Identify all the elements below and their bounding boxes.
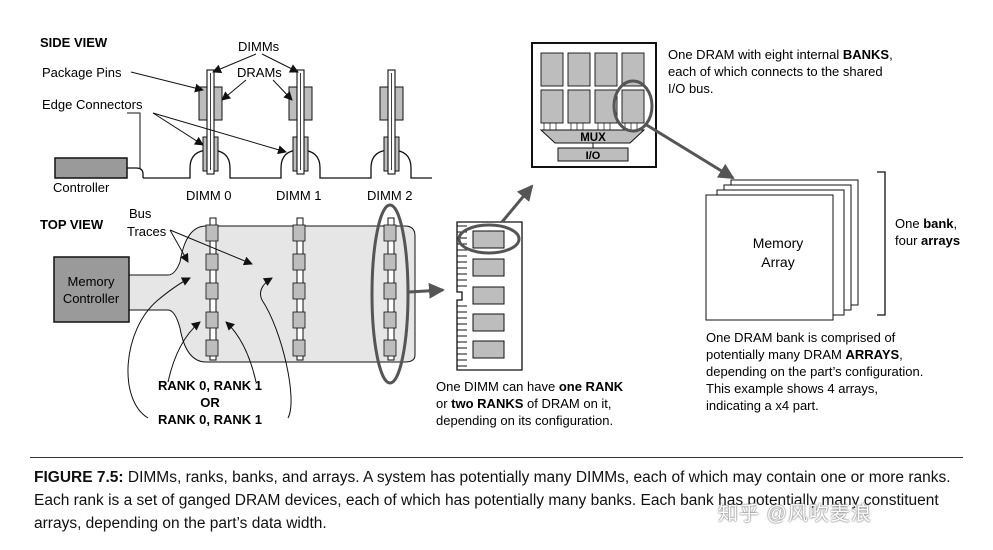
dram-io-box (557, 147, 629, 162)
dimm-caption-two-ranks: two RANKS (451, 396, 524, 411)
rank-text-line-3: RANK 0, RANK 1 (158, 412, 262, 427)
label-traces: Traces (127, 224, 167, 239)
label-package-pins: Package Pins (42, 65, 122, 80)
memory-controller-box (53, 256, 130, 323)
label-drams: DRAMs (237, 65, 282, 80)
dram-banks (540, 52, 645, 124)
dram-mux-label: MUX (580, 132, 606, 144)
bank-side-line-2-pre: four (895, 233, 921, 248)
side-view: SIDE VIEW DIMMs DRAMs Package Pins Edge … (40, 35, 432, 203)
dimm-detail: One DIMM can have one RANK or two RANKS … (436, 184, 624, 428)
dram-chip-highlight-oval (457, 223, 521, 255)
dimm-2-label: DIMM 2 (367, 188, 413, 203)
top-dimm-2 (383, 217, 397, 361)
bank-bracket (877, 171, 886, 316)
bus-leader-arrows (169, 229, 253, 266)
dimm-caption-line-1-text: One DIMM can have (436, 379, 559, 394)
top-dimm-0 (205, 217, 219, 361)
dram-mux-shape (539, 129, 646, 144)
dram-bank-2 (567, 52, 591, 87)
bank-caption-line-4: This example shows 4 arrays, (706, 381, 878, 396)
bank-caption-line-2-pre: potentially many DRAM (706, 347, 845, 362)
dram-bank-1 (540, 52, 564, 87)
bank-side-line-1-pre: One (895, 216, 923, 231)
dimm-caption-line-1: One DIMM can have one RANK (436, 379, 624, 394)
dram-bank-highlight-oval (612, 79, 654, 133)
dimm-chip-3 (472, 286, 505, 305)
top-view-heading: TOP VIEW (40, 217, 104, 232)
dram-caption-line-1-text: One DRAM with eight internal (668, 47, 843, 62)
top-dimm-1 (292, 217, 306, 361)
label-bus: Bus (129, 206, 152, 221)
label-controller: Controller (53, 180, 110, 195)
dimm-caption-line-2-pre: or (436, 396, 451, 411)
bank-caption-line-2-post: , (899, 347, 903, 362)
figure-caption: FIGURE 7.5: DIMMs, ranks, banks, and arr… (34, 466, 974, 535)
bank-caption-line-3: depending on the part’s configuration. (706, 364, 923, 379)
dram-bank-8 (621, 89, 645, 124)
dimm-caption-line-2-post: of DRAM on it, (523, 396, 611, 411)
dimm-caption-line-3: depending on its configuration. (436, 413, 613, 428)
bank-detail-arrow (644, 122, 735, 180)
dimm-detail-arrow (408, 282, 445, 299)
memory-controller-label-1: Memory (68, 274, 115, 289)
bank-caption-line-1: One DRAM bank is comprised of (706, 330, 896, 345)
bank-side-arrays-bold: arrays (921, 233, 960, 248)
dram-caption-line-1-post: , (889, 47, 893, 62)
dram-bank-3 (594, 52, 618, 87)
caption-divider (30, 457, 963, 458)
dram-caption-line-1: One DRAM with eight internal BANKS, (668, 47, 893, 62)
dimm-0-label: DIMM 0 (186, 188, 232, 203)
dram-bank-5 (540, 89, 564, 124)
memory-array-label-2: Array (761, 254, 794, 270)
label-dimms: DIMMs (238, 39, 280, 54)
bank-side-bank-bold: bank (923, 216, 954, 231)
dram-caption-line-2: each of which connects to the shared (668, 64, 883, 79)
dimm-caption-line-2: or two RANKS of DRAM on it, (436, 396, 612, 411)
bank-detail: Memory Array One bank, four arrays One D… (705, 171, 960, 413)
dimm-1-label: DIMM 1 (276, 188, 322, 203)
dimm-chip-2 (472, 258, 505, 277)
dram-caption-banks: BANKS (843, 47, 890, 62)
top-view: TOP VIEW Bus Traces Memory Controller (40, 203, 445, 427)
rank-text-line-1: RANK 0, RANK 1 (158, 378, 262, 393)
dimm-chip-1 (472, 230, 505, 249)
dram-detail: MUX I/O One DRAM with eight internal BAN… (531, 42, 893, 180)
side-leader-arrows (127, 53, 299, 168)
side-dimm-2 (379, 69, 404, 175)
side-controller-box (54, 157, 128, 179)
memory-controller-label-2: Controller (63, 291, 120, 306)
bank-side-line-2: four arrays (895, 233, 960, 248)
dimm-rank-bank-diagram: SIDE VIEW DIMMs DRAMs Package Pins Edge … (40, 35, 960, 428)
bank-side-line-1-post: , (954, 216, 958, 231)
dimm-chip-5 (472, 340, 505, 359)
bank-caption-arrays-bold: ARRAYS (845, 347, 899, 362)
bank-caption-line-2: potentially many DRAM ARRAYS, (706, 347, 903, 362)
side-dimm-1 (288, 69, 313, 175)
figure-caption-text: DIMMs, ranks, banks, and arrays. A syste… (34, 469, 951, 532)
bank-caption-line-5: indicating a x4 part. (706, 398, 819, 413)
watermark: 知乎 @风吹麦浪 (718, 503, 872, 525)
dimm-caption-one-rank: one RANK (559, 379, 624, 394)
dimm-2-highlight-oval (370, 203, 410, 385)
rank-curved-arrows (127, 277, 292, 419)
rank-text-line-2: OR (200, 395, 220, 410)
dram-bank-connectors (543, 123, 638, 130)
dimm-chip-4 (472, 313, 505, 332)
memory-array-label-1: Memory (753, 235, 804, 251)
dram-bank-6 (567, 89, 591, 124)
bank-side-line-1: One bank, (895, 216, 957, 231)
side-dimm-0 (198, 69, 223, 175)
figure-number: FIGURE 7.5: (34, 469, 124, 486)
memory-array-1 (705, 194, 834, 321)
label-edge-connectors: Edge Connectors (42, 97, 143, 112)
dram-bank-7 (594, 89, 618, 124)
side-view-heading: SIDE VIEW (40, 35, 108, 50)
dram-caption-line-3: I/O bus. (668, 81, 714, 96)
dram-io-label: I/O (586, 150, 601, 162)
dram-bank-4 (621, 52, 645, 87)
dram-detail-arrow (500, 184, 534, 223)
